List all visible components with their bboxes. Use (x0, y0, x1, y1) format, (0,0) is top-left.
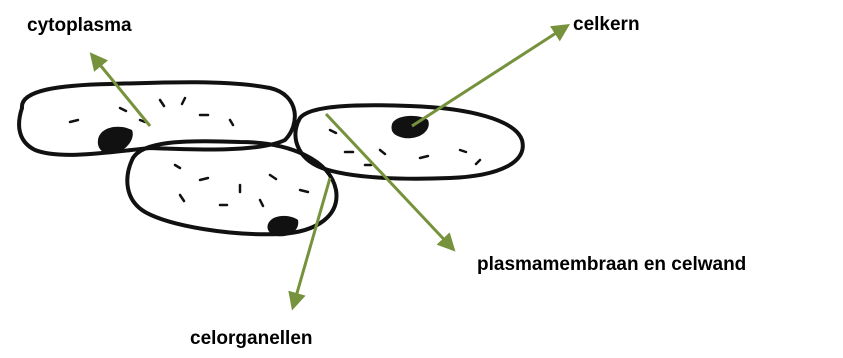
label-membraan: plasmamembraan en celwand (477, 254, 746, 276)
arrow-celorganellen (293, 178, 330, 307)
label-celorganellen: celorganellen (190, 328, 313, 350)
arrow-celkern (412, 26, 567, 126)
arrow-membraan (326, 114, 453, 249)
label-celkern: celkern (573, 14, 640, 36)
label-cytoplasma: cytoplasma (27, 15, 132, 37)
arrow-cytoplasma (92, 55, 150, 126)
